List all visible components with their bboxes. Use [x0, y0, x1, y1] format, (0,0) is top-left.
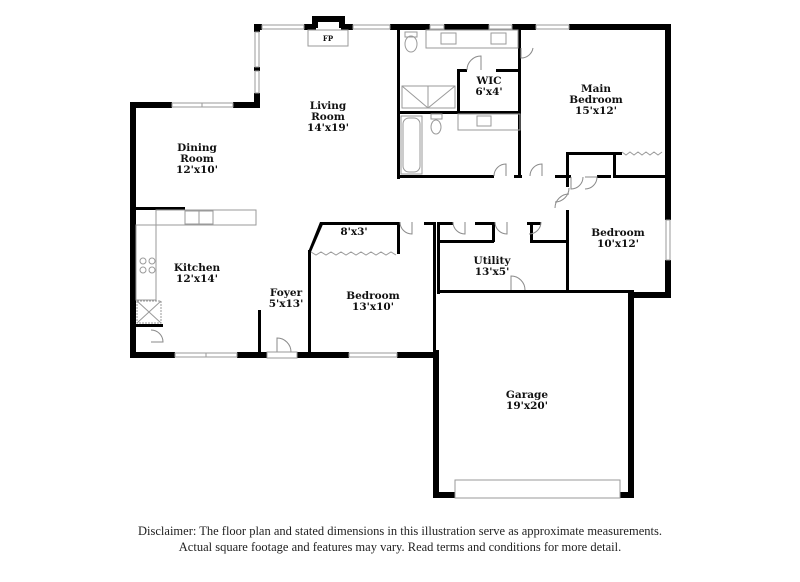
disclaimer: Disclaimer: The floor plan and stated di… — [0, 523, 800, 555]
windows — [171, 24, 671, 499]
room-dimensions: 12'x10' — [176, 164, 218, 176]
interior-walls — [130, 24, 670, 357]
room-name: Dining — [177, 142, 217, 154]
room-name: Bedroom — [569, 94, 623, 106]
room-name: Utility — [473, 255, 511, 267]
room-label-kitchen: Kitchen 12'x14' — [174, 263, 220, 285]
door-swings — [150, 47, 598, 359]
floor-plan-drawing — [130, 16, 671, 499]
room-dimensions: 12'x14' — [176, 273, 218, 285]
room-dimensions: 13'x5' — [474, 266, 510, 278]
room-name: Foyer — [269, 287, 303, 299]
room-dimensions: 5'x13' — [268, 298, 304, 310]
room-dimensions: 8'x3' — [340, 226, 368, 238]
room-dimensions: 15'x12' — [575, 105, 617, 117]
room-label-living-room: Living Room 14'x19' — [307, 101, 349, 134]
disclaimer-line-1: Disclaimer: The floor plan and stated di… — [138, 524, 662, 538]
room-name: Main — [580, 83, 612, 95]
room-dimensions: 10'x12' — [597, 238, 639, 250]
room-label-closet: 8'x3' — [340, 227, 367, 238]
room-dimensions: 19'x20' — [506, 400, 548, 412]
disclaimer-line-2: Actual square footage and features may v… — [178, 540, 622, 554]
room-label-foyer: Foyer 5'x13' — [269, 288, 304, 310]
room-name: Room — [311, 111, 345, 123]
room-name: Living — [309, 100, 347, 112]
fireplace-label: FP — [322, 34, 334, 43]
room-dimensions: 13'x10' — [352, 301, 394, 313]
room-name: WIC — [476, 75, 502, 87]
room-label-bedroom-right: Bedroom 10'x12' — [591, 228, 645, 250]
room-label-dining-room: Dining Room 12'x10' — [176, 143, 218, 176]
room-name: Bedroom — [346, 290, 400, 302]
room-label-main-bedroom: Main Bedroom 15'x12' — [569, 84, 623, 117]
fixtures — [135, 29, 663, 324]
room-name: Room — [180, 153, 214, 165]
room-label-bedroom-front: Bedroom 13'x10' — [346, 291, 400, 313]
room-dimensions: 6'x4' — [475, 86, 503, 98]
room-label-wic: WIC 6'x4' — [475, 76, 502, 98]
room-name: Kitchen — [173, 262, 221, 274]
room-name: Garage — [505, 389, 549, 401]
fireplace-hearth — [307, 29, 349, 47]
room-name: Bedroom — [591, 227, 645, 239]
room-label-utility: Utility 13'x5' — [474, 256, 511, 278]
room-dimensions: 14'x19' — [307, 122, 349, 134]
exterior-walls — [130, 16, 671, 498]
room-label-garage: Garage 19'x20' — [506, 390, 548, 412]
